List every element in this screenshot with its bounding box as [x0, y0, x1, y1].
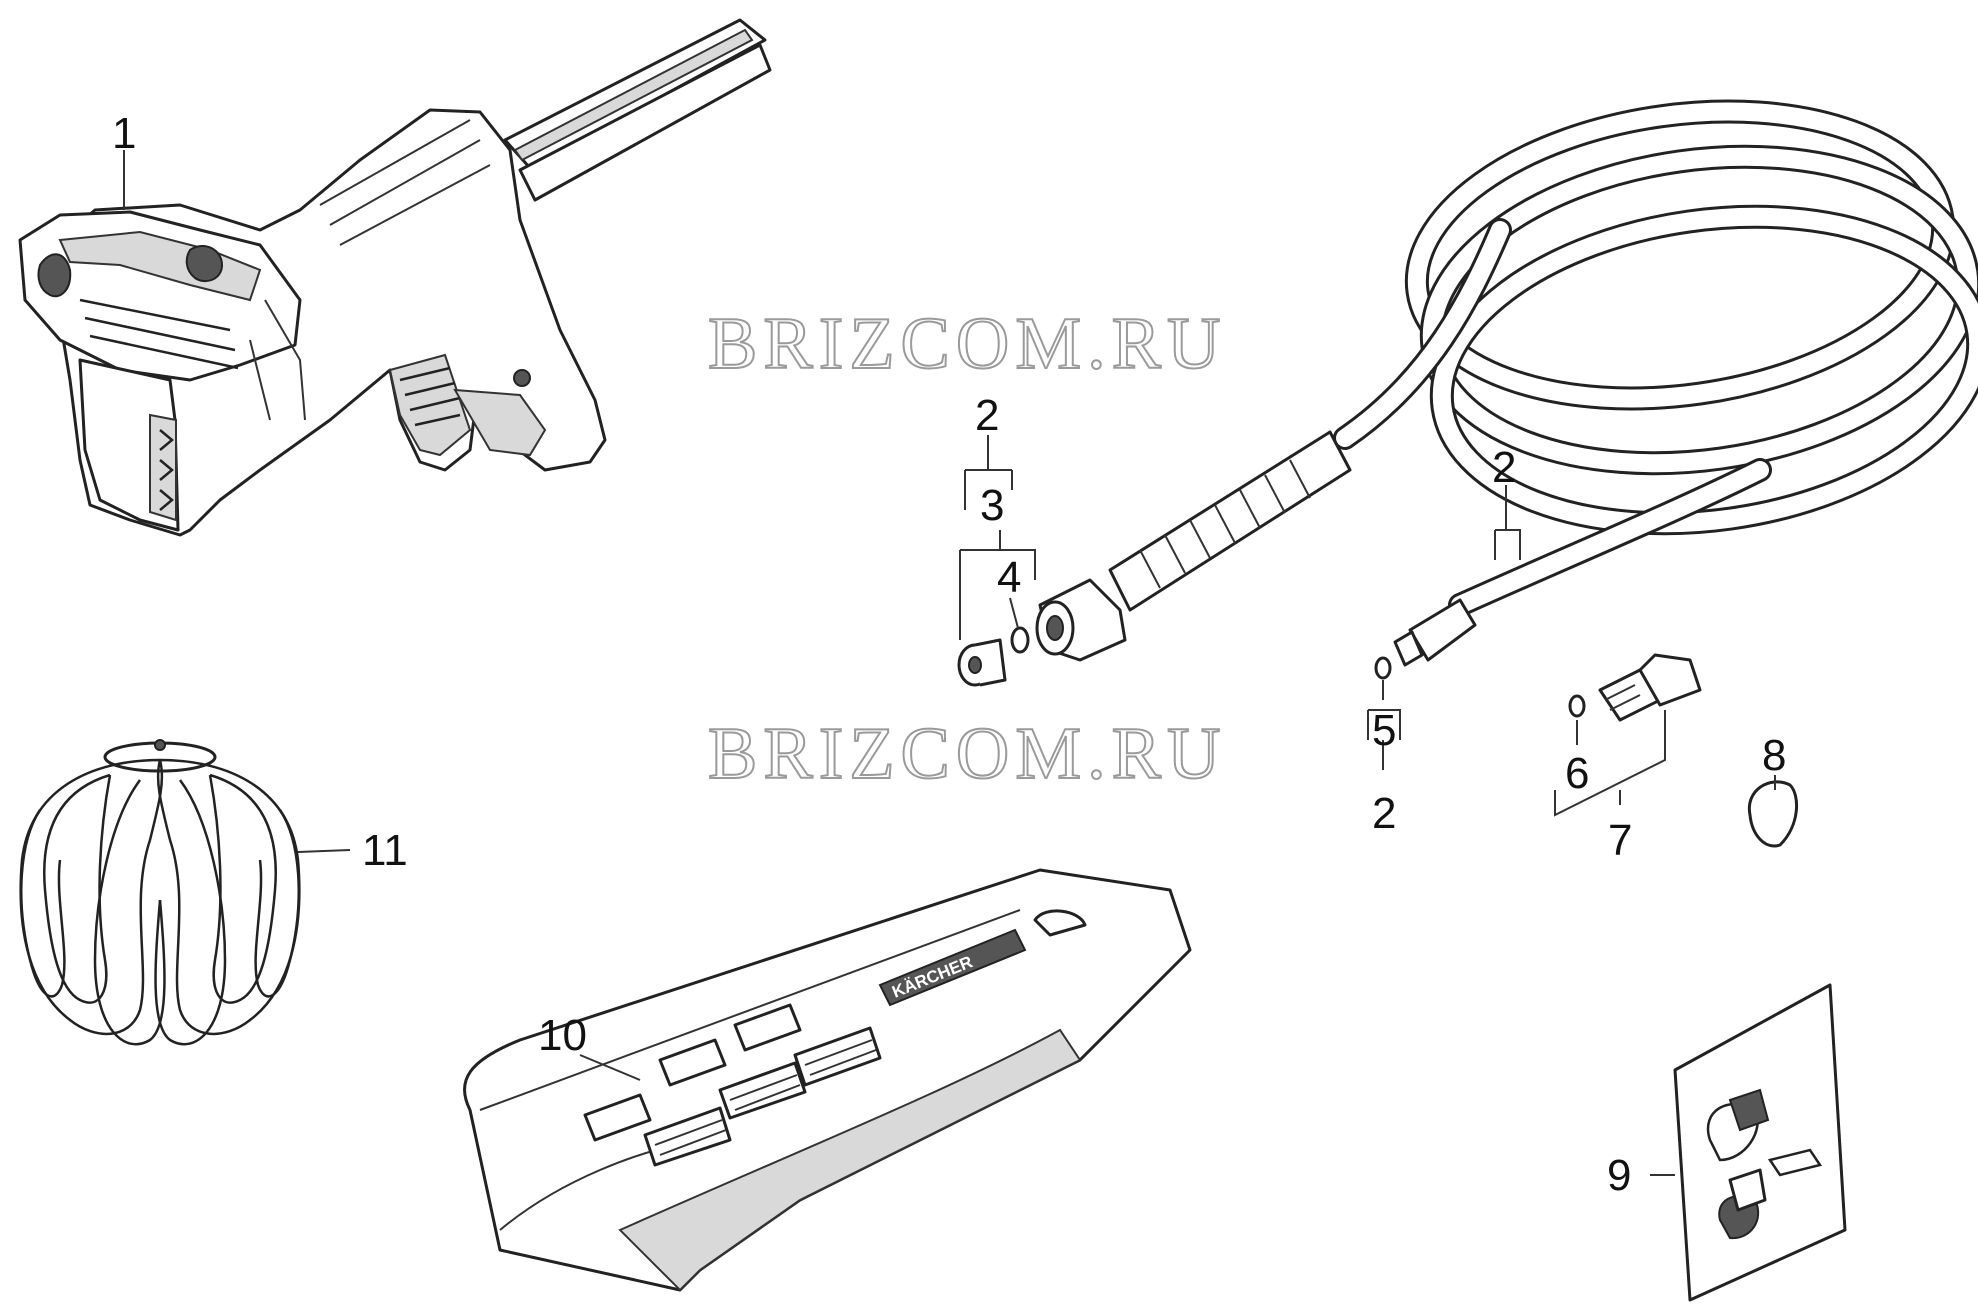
callout-3: 3: [980, 481, 1004, 530]
callout-6: 6: [1565, 749, 1589, 798]
o-ring-5-part: [1374, 656, 1392, 680]
watermark-bottom: BRIZCOM.RU: [708, 713, 1226, 795]
callout-9: 9: [1607, 1151, 1631, 1200]
gutter-cage-part: [19, 739, 351, 1046]
callout-2-right: 2: [1492, 443, 1516, 492]
nozzle-insert-part: [957, 638, 1007, 687]
callout-4: 4: [997, 553, 1021, 602]
o-ring-6-part: [1568, 694, 1586, 718]
spray-gun-part: [18, 18, 772, 537]
nozzle-set-bag-part: [1673, 983, 1847, 1302]
callout-5: 5: [1372, 706, 1396, 755]
callout-2-bottom: 2: [1372, 789, 1396, 838]
watermark-top: BRIZCOM.RU: [708, 303, 1226, 385]
leader-lines: [123, 150, 1776, 1176]
callout-7: 7: [1608, 816, 1632, 865]
callout-1: 1: [112, 109, 136, 158]
callout-2-top: 2: [975, 391, 999, 440]
callout-10: 10: [538, 1011, 587, 1060]
protective-cap-part: [1747, 780, 1799, 848]
accessory-holder-part: KÄRCHER: [463, 868, 1192, 1292]
o-ring-4-part: [1010, 626, 1030, 654]
high-pressure-hose-part: [1035, 99, 1978, 667]
adapter-part: [1598, 653, 1702, 722]
callout-8: 8: [1762, 731, 1786, 780]
callout-11: 11: [362, 826, 408, 875]
